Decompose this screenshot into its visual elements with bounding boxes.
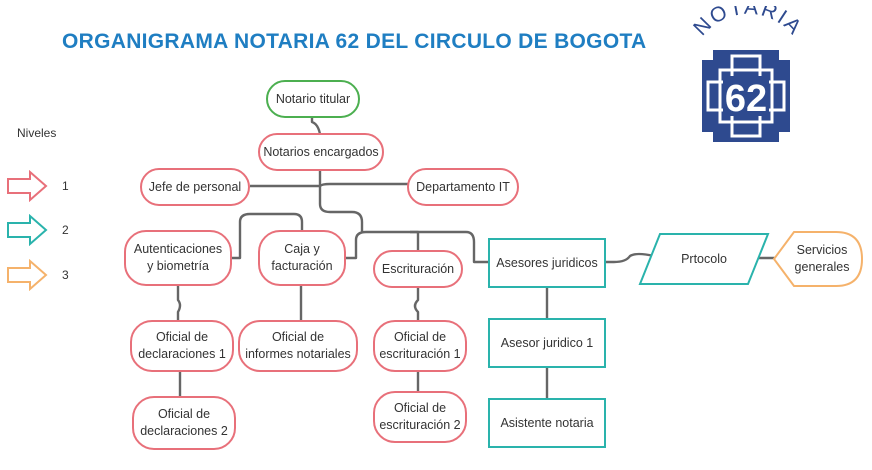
logo-number: 62 <box>725 78 767 120</box>
protocolo-label: Prtocolo <box>681 252 727 266</box>
legend-label-level-1: 1 <box>62 179 69 193</box>
node-oficial-escrituracion-1: Oficial de escrituración 1 <box>373 320 467 372</box>
node-oficial-declaraciones-2: Oficial de declaraciones 2 <box>132 396 236 450</box>
node-departamento-it: Departamento IT <box>407 168 519 206</box>
servicios-label: Servicios generales <box>794 243 850 274</box>
legend-arrow-level-2 <box>6 213 48 251</box>
legend-arrow-level-3 <box>6 258 48 296</box>
notaria-logo: NOTARIA 62 <box>680 0 810 151</box>
legend-label-level-2: 2 <box>62 223 69 237</box>
node-oficial-declaraciones-1: Oficial de declaraciones 1 <box>130 320 234 372</box>
node-notario-titular: Notario titular <box>266 80 360 118</box>
node-oficial-escrituracion-2: Oficial de escrituración 2 <box>373 391 467 443</box>
node-asesores-juridicos: Asesores juridicos <box>488 238 606 288</box>
node-escrituracion: Escrituración <box>373 250 463 288</box>
node-notarios-encargados: Notarios encargados <box>258 133 384 171</box>
node-servicios-generales: Servicios generales <box>772 230 864 288</box>
node-protocolo: Prtocolo <box>638 232 770 286</box>
legend-arrow-level-1 <box>6 169 48 207</box>
node-asistente-notaria: Asistente notaria <box>488 398 606 448</box>
page-title: ORGANIGRAMA NOTARIA 62 DEL CIRCULO DE BO… <box>62 30 647 53</box>
node-caja-facturacion: Caja y facturación <box>258 230 346 286</box>
node-oficial-informes: Oficial de informes notariales <box>238 320 358 372</box>
legend-label-level-3: 3 <box>62 268 69 282</box>
node-autenticaciones: Autenticaciones y biometría <box>124 230 232 286</box>
node-asesor-juridico-1: Asesor juridico 1 <box>488 318 606 368</box>
node-jefe-personal: Jefe de personal <box>140 168 250 206</box>
legend-title: Niveles <box>17 126 57 140</box>
